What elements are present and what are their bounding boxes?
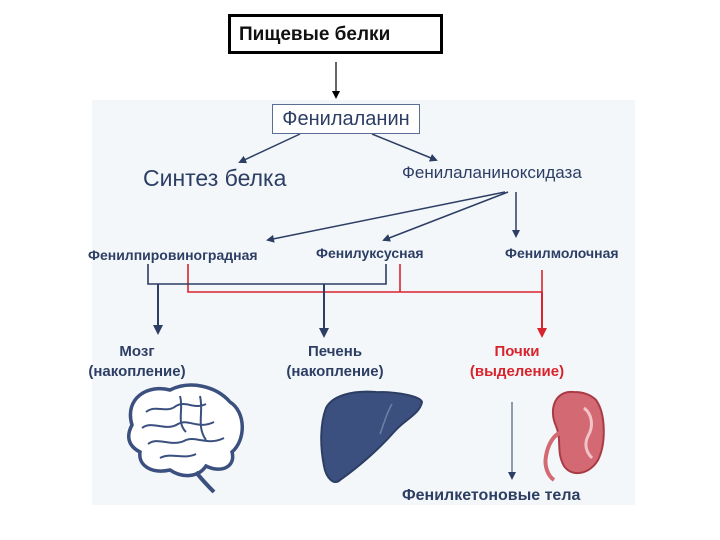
ketone-bodies-label: Фенилкетоновые тела [402,487,581,504]
phenylalanine-box: Фенилаланин [272,104,420,134]
arrow-oxidase-to-acetic [382,191,509,242]
liver-action: (накопление) [286,363,384,380]
brain-name: Мозг [119,343,155,360]
oxidase-label: Фенилаланиноксидаза [402,163,582,182]
liver-label: Печень (накопление) [280,342,390,382]
red-connector [187,264,543,293]
brain-image [126,383,244,494]
arrow-phe-to-oxidase [371,133,438,162]
arrow-phe-to-synthesis [238,133,301,164]
acetic-acid-label: Фенилуксусная [316,245,424,261]
pyruvic-acid-label: Фенилпировиноградная [88,247,258,263]
protein-synthesis-label: Синтез белка [143,165,287,191]
food-proteins-box: Пищевые белки [228,14,443,54]
lactic-acid-label: Фенилмолочная [505,245,619,261]
brain-action: (накопление) [88,363,186,380]
liver-image [320,390,424,484]
kidney-name: Почки [494,343,540,360]
navy-connector [147,264,387,285]
brain-label: Мозг (накопление) [82,342,192,382]
arrow-oxidase-to-pyruvic [266,191,506,243]
kidney-label: Почки (выделение) [462,342,572,382]
kidney-action: (выделение) [469,363,565,380]
liver-name: Печень [307,343,363,360]
kidney-image [543,390,605,482]
